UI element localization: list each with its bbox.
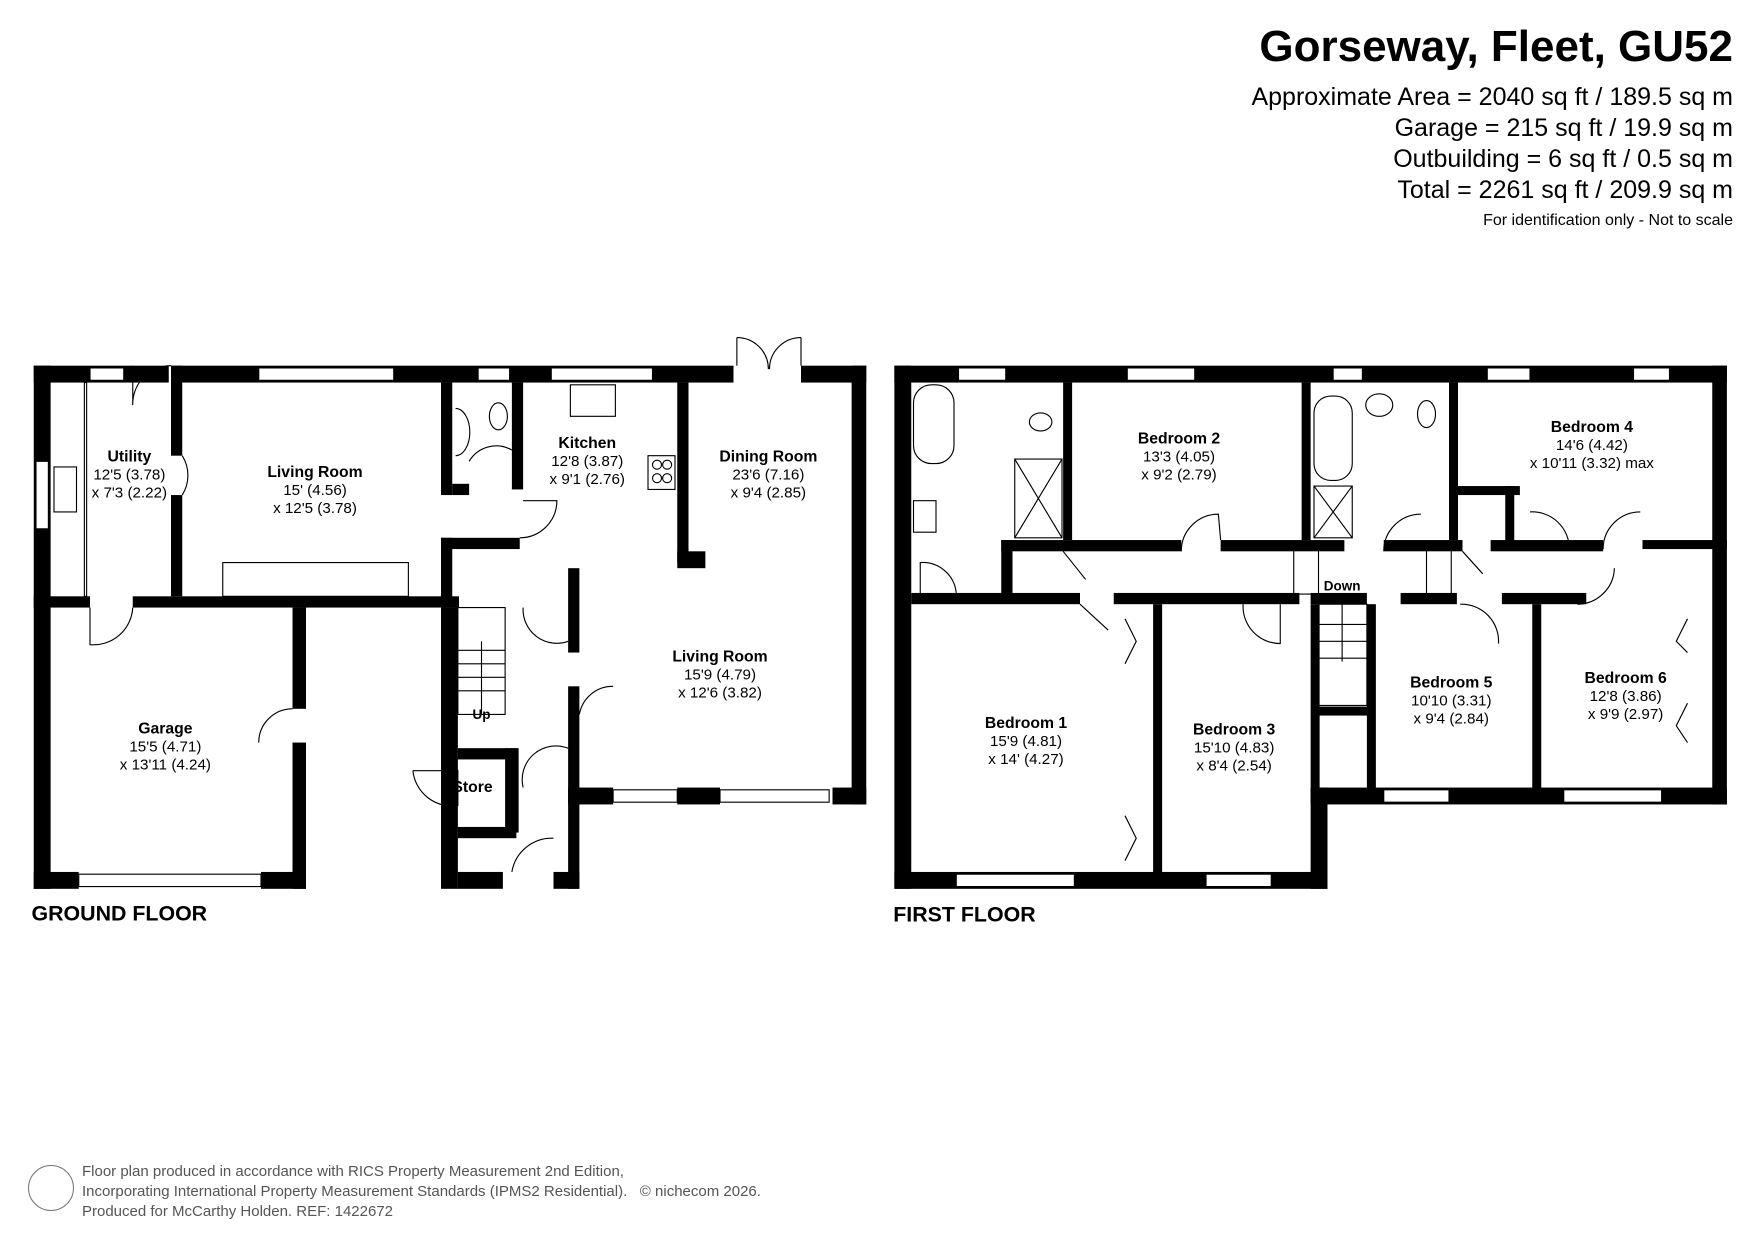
ground-floor-label: GROUND FLOOR	[32, 901, 208, 925]
ground-floor-plan: Utility 12'5 (3.78) x 7'3 (2.22) Living …	[32, 337, 867, 925]
room-dim: x 9'4 (2.84)	[1414, 710, 1489, 727]
room-name-living-room: Living Room	[267, 464, 362, 481]
sink-icon	[569, 384, 616, 417]
first-floor-windows	[955, 367, 1671, 888]
room-dim: 15'10 (4.83)	[1194, 740, 1274, 757]
room-dim: x 9'4 (2.85)	[731, 484, 806, 501]
stairs-up-label: Up	[473, 707, 491, 722]
basin-icon	[1365, 393, 1394, 417]
room-dim: 14'6 (4.42)	[1556, 437, 1628, 454]
toilet-icon	[1416, 400, 1437, 429]
room-name-store: Store	[452, 779, 493, 796]
basin-icon	[912, 500, 937, 533]
room-dim: 12'5 (3.78)	[93, 466, 165, 483]
header: Gorseway, Fleet, GU52 Approximate Area =…	[1251, 22, 1733, 230]
copyright: © nichecom 2026.	[639, 1183, 761, 1200]
room-name-utility: Utility	[107, 448, 151, 465]
footer-line-1: Floor plan produced in accordance with R…	[82, 1163, 624, 1180]
first-floor-doors	[919, 511, 1689, 861]
ground-floor-walls	[33, 365, 867, 889]
room-dim: x 8'4 (2.54)	[1196, 758, 1271, 775]
room-dim: x 13'11 (4.24)	[120, 757, 211, 774]
room-name-bedroom-6: Bedroom 6	[1584, 670, 1667, 687]
kitchen-fittings	[53, 384, 676, 513]
room-dim: 12'8 (3.86)	[1590, 688, 1662, 705]
bath-icon	[912, 384, 955, 465]
approximate-area: Approximate Area = 2040 sq ft / 189.5 sq…	[1251, 83, 1733, 111]
room-dim: 10'10 (3.31)	[1411, 692, 1491, 709]
room-dim: x 7'3 (2.22)	[92, 484, 167, 501]
room-dim: x 12'5 (3.78)	[273, 500, 357, 517]
total-area: Total = 2261 sq ft / 209.9 sq m	[1397, 176, 1733, 204]
room-dim: x 14' (4.27)	[988, 751, 1063, 768]
ground-floor-stairs	[457, 607, 506, 715]
room-dim: 15'9 (4.81)	[990, 733, 1062, 750]
room-dim: x 10'11 (3.32) max	[1530, 455, 1654, 472]
toilet-icon	[1028, 412, 1053, 432]
bath-icon	[1313, 395, 1353, 481]
ground-floor-windows	[35, 337, 830, 888]
utility-sink-icon	[53, 466, 78, 513]
room-dim: x 9'9 (2.97)	[1588, 706, 1663, 723]
shower-icon	[1014, 458, 1063, 539]
room-dim: 12'8 (3.87)	[551, 453, 623, 470]
first-floor-plan: Bedroom 2 13'3 (4.05) x 9'2 (2.79) Bedro…	[893, 365, 1727, 926]
first-floor-stairs	[1293, 548, 1452, 706]
toilet-icon	[488, 402, 508, 431]
room-dim: 15' (4.56)	[283, 482, 347, 499]
garage-area: Garage = 215 sq ft / 19.9 sq m	[1394, 114, 1733, 142]
room-name-bedroom-5: Bedroom 5	[1410, 674, 1493, 691]
first-floor-label: FIRST FLOOR	[893, 902, 1035, 926]
footer-line-3: Produced for McCarthy Holden. REF: 14226…	[82, 1203, 393, 1220]
room-dim: 15'5 (4.71)	[129, 739, 201, 756]
person-icon	[28, 1165, 74, 1211]
room-dim: x 9'2 (2.79)	[1141, 466, 1216, 483]
room-name-bedroom-3: Bedroom 3	[1193, 722, 1276, 739]
basin-icon	[455, 407, 471, 457]
room-name-garage: Garage	[138, 721, 193, 738]
ground-floor-doors	[83, 365, 614, 873]
room-name-bedroom-2: Bedroom 2	[1138, 430, 1221, 447]
shower-icon	[1313, 485, 1353, 539]
footer-line-2: Incorporating International Property Mea…	[82, 1183, 628, 1200]
footer: Floor plan produced in accordance with R…	[82, 1162, 761, 1222]
room-name-bedroom-1: Bedroom 1	[985, 715, 1068, 732]
room-name-living-room-2: Living Room	[672, 649, 767, 666]
outbuilding-area: Outbuilding = 6 sq ft / 0.5 sq m	[1393, 145, 1733, 173]
room-dim: 23'6 (7.16)	[732, 466, 804, 483]
property-title: Gorseway, Fleet, GU52	[1259, 22, 1733, 71]
room-dim: x 9'1 (2.76)	[550, 471, 625, 488]
room-dim: 15'9 (4.79)	[684, 667, 756, 684]
room-dim: x 12'6 (3.82)	[678, 685, 762, 702]
room-name-kitchen: Kitchen	[558, 435, 616, 452]
room-name-bedroom-4: Bedroom 4	[1551, 419, 1634, 436]
room-dim: 13'3 (4.05)	[1143, 448, 1215, 465]
scale-note: For identification only - Not to scale	[1483, 212, 1733, 229]
bathroom-fittings	[912, 384, 1437, 539]
room-name-dining-room: Dining Room	[719, 448, 817, 465]
hob-icon	[647, 455, 676, 490]
stairs-down-label: Down	[1324, 579, 1361, 594]
